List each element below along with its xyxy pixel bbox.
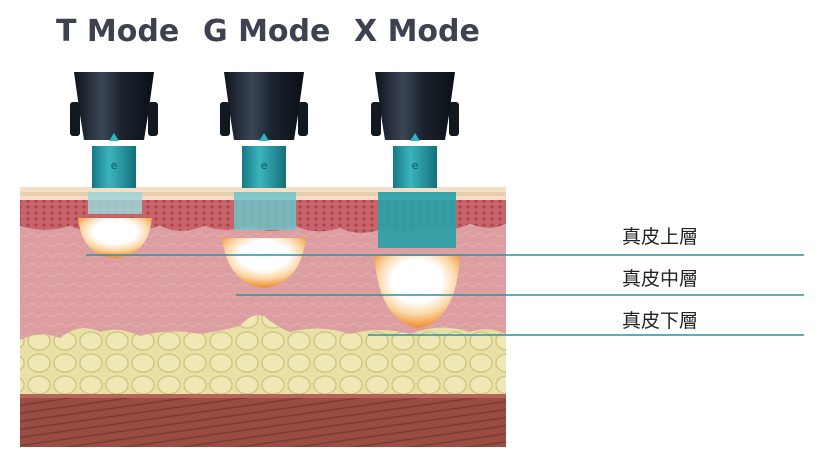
handpiece-t: e (70, 72, 158, 188)
muscle-layer (20, 396, 506, 447)
heat-zone-x (374, 256, 460, 328)
middle-dermis-label: 真皮中層 (621, 268, 698, 290)
x-tip (393, 146, 437, 188)
tip-logo-t: e (111, 159, 118, 172)
arrow-indicator-icon (410, 133, 420, 141)
energy-column-t (88, 192, 142, 214)
upper-dermis-label: 真皮上層 (621, 226, 698, 248)
arrow-indicator-icon (259, 133, 269, 141)
energy-column-g (234, 192, 296, 230)
tip-logo-g: e (261, 159, 268, 172)
t-mode-title: T Mode (56, 14, 180, 49)
arrow-indicator-icon (109, 133, 119, 141)
energy-column-x (378, 192, 456, 248)
tip-logo-x: e (412, 159, 419, 172)
handpiece-g: e (220, 72, 308, 188)
heat-zone-g (222, 238, 306, 288)
x-mode-title: X Mode (354, 14, 480, 49)
t-tip (92, 146, 136, 188)
heat-zone-t (78, 218, 152, 258)
lower-dermis-label: 真皮下層 (621, 310, 698, 332)
handpiece-x: e (371, 72, 459, 188)
g-tip (242, 146, 286, 188)
g-mode-title: G Mode (203, 14, 331, 49)
